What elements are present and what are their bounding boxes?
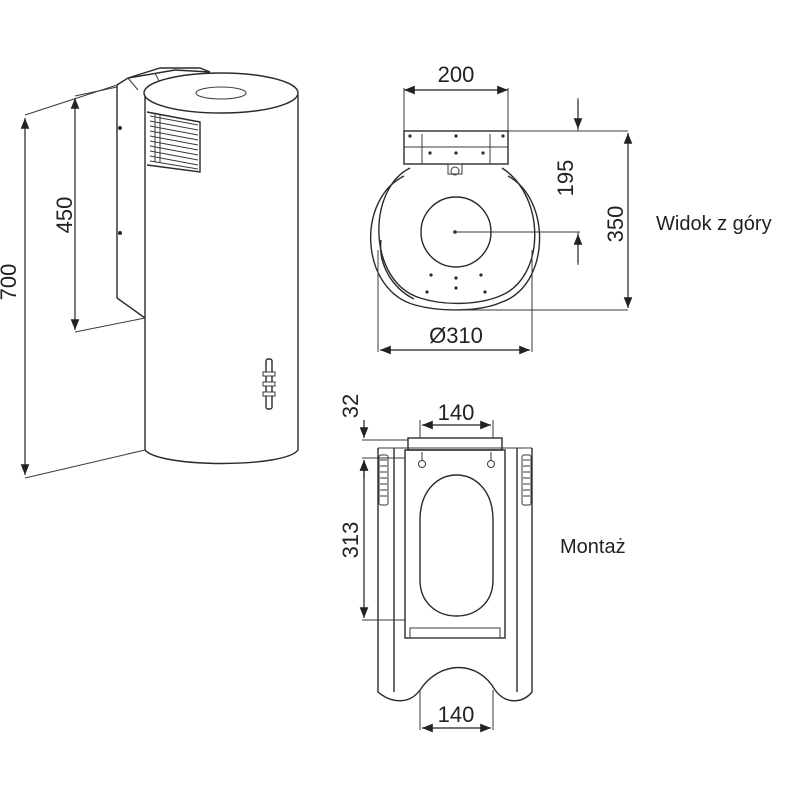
top-view: 200 195 350 Ø310 Widok z góry [369, 62, 772, 355]
side-view: 700 450 [0, 67, 299, 479]
dim-bracket-height: 313 [338, 460, 369, 618]
dim-bottom-width: 140 [422, 702, 491, 733]
top-view-caption: Widok z góry [656, 213, 772, 235]
dim-top-offset-label: 32 [338, 394, 363, 418]
dim-bracket-height-label: 313 [338, 522, 363, 559]
dim-chimney-height: 450 [52, 98, 80, 330]
mounting-view-caption: Montaż [560, 536, 626, 558]
dim-top-offset: 32 [338, 394, 369, 478]
mount-housing [377, 448, 533, 702]
dim-depth: 350 [603, 133, 633, 308]
hood-top-ellipse [143, 72, 299, 114]
control-slider [262, 358, 276, 410]
dim-total-height: 700 [0, 118, 30, 475]
chimney-outline [116, 85, 146, 319]
dim-total-height-label: 700 [0, 264, 21, 301]
mount-vents [378, 454, 532, 506]
dim-center-offset: 195 [553, 100, 583, 263]
dim-diameter-label: Ø310 [429, 323, 483, 348]
chimney-top [116, 69, 211, 86]
dim-bracket-width-label: 200 [438, 62, 475, 87]
dim-center-offset-label: 195 [553, 160, 578, 197]
mount-bracket [404, 437, 506, 639]
top-bracket [403, 130, 509, 176]
dim-depth-label: 350 [603, 206, 628, 243]
hood-cylinder [144, 95, 299, 465]
vent-grille [146, 111, 201, 173]
dim-chimney-height-label: 450 [52, 197, 77, 234]
ceiling-plate [127, 67, 211, 79]
dim-bottom-width-label: 140 [438, 702, 475, 727]
dim-diameter: Ø310 [380, 323, 530, 355]
hood-top-circle [369, 167, 541, 311]
dim-top-width-label: 140 [438, 400, 475, 425]
dim-bracket-width: 200 [404, 62, 508, 95]
dim-top-width: 140 [422, 400, 491, 430]
mounting-view: 32 140 313 140 Montaż [338, 394, 626, 733]
